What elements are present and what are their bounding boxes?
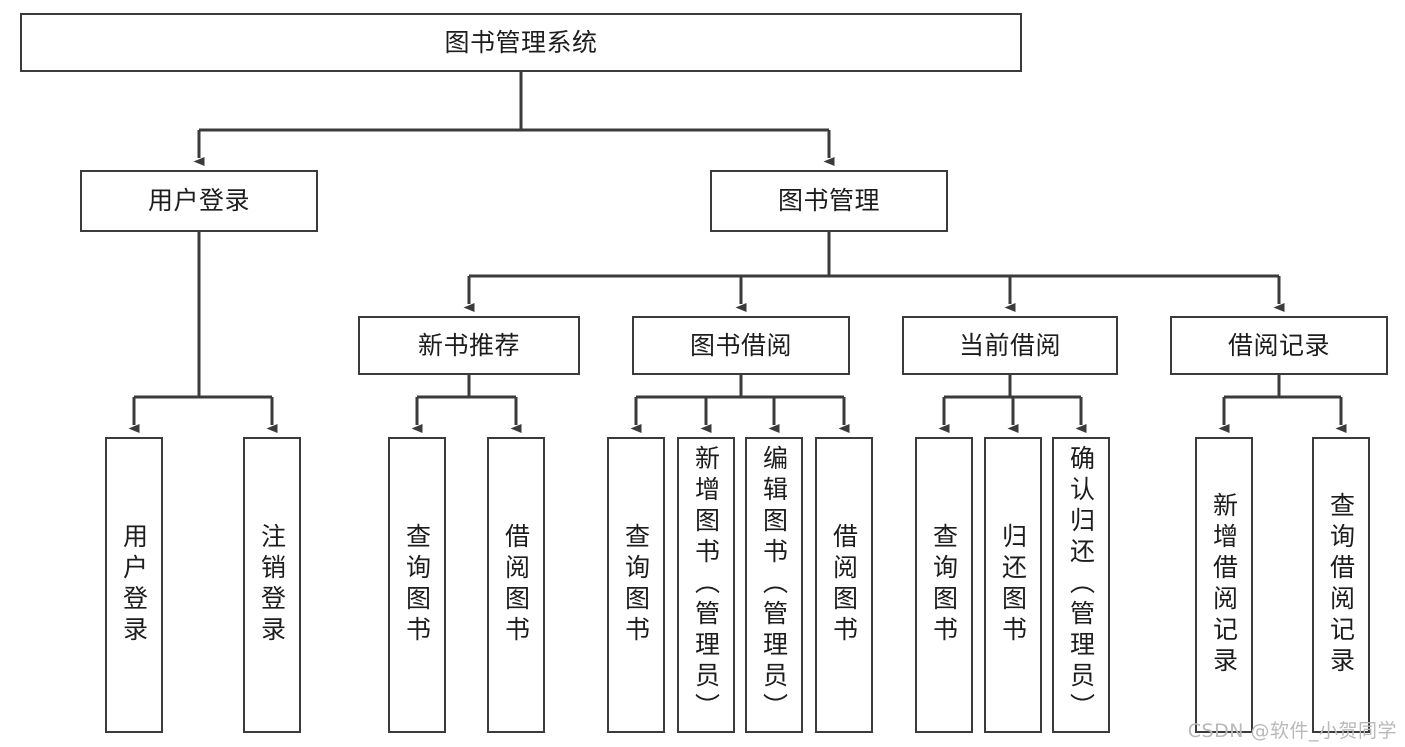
node-leaf-borrow-book-rec[interactable]: 借阅图书: [487, 437, 545, 733]
node-book-borrow[interactable]: 图书借阅: [632, 316, 850, 375]
node-leaf-query-book-rec[interactable]: 查询图书: [388, 437, 446, 733]
node-leaf-return-book[interactable]: 归还图书: [984, 437, 1042, 733]
node-label: 查询图书: [621, 523, 651, 647]
node-label: 注销登录: [257, 523, 287, 647]
node-leaf-borrow-book-bor[interactable]: 借阅图书: [815, 437, 873, 733]
node-label: 查询图书: [929, 523, 959, 647]
node-label: 新增图书（管理员）: [691, 445, 721, 724]
node-label: 新书推荐: [417, 330, 520, 360]
node-leaf-edit-book-admin[interactable]: 编辑图书（管理员）: [745, 437, 803, 733]
node-new-book-recommend[interactable]: 新书推荐: [358, 316, 580, 375]
node-label: 图书管理系统: [444, 27, 598, 57]
node-leaf-query-borrow-record[interactable]: 查询借阅记录: [1312, 437, 1370, 733]
node-leaf-add-borrow-record[interactable]: 新增借阅记录: [1195, 437, 1253, 733]
node-label: 新增借阅记录: [1209, 492, 1239, 678]
node-leaf-query-book-cur[interactable]: 查询图书: [915, 437, 973, 733]
node-label: 借阅图书: [501, 523, 531, 647]
watermark: CSDN @软件_小贺同学: [1187, 720, 1397, 742]
node-label: 图书借阅: [689, 330, 792, 360]
node-label: 图书管理: [777, 186, 880, 215]
node-root[interactable]: 图书管理系统: [20, 13, 1022, 72]
node-label: 查询借阅记录: [1326, 492, 1356, 678]
node-label: 当前借阅: [958, 330, 1061, 360]
node-label: 用户登录: [147, 186, 250, 215]
node-user-login[interactable]: 用户登录: [80, 170, 318, 232]
node-leaf-confirm-return-admin[interactable]: 确认归还（管理员）: [1052, 437, 1110, 733]
node-book-management[interactable]: 图书管理: [710, 170, 948, 232]
node-leaf-user-login[interactable]: 用户登录: [105, 437, 163, 733]
node-label: 编辑图书（管理员）: [759, 445, 789, 724]
node-label: 用户登录: [119, 523, 149, 647]
node-current-borrow[interactable]: 当前借阅: [902, 316, 1118, 375]
node-borrow-record[interactable]: 借阅记录: [1170, 316, 1388, 375]
node-leaf-query-book-bor[interactable]: 查询图书: [607, 437, 665, 733]
node-label: 借阅图书: [829, 523, 859, 647]
node-leaf-user-logout[interactable]: 注销登录: [243, 437, 301, 733]
node-label: 确认归还（管理员）: [1066, 445, 1096, 724]
node-leaf-add-book-admin[interactable]: 新增图书（管理员）: [677, 437, 735, 733]
node-label: 归还图书: [998, 523, 1028, 647]
node-label: 借阅记录: [1227, 330, 1330, 360]
node-label: 查询图书: [402, 523, 432, 647]
